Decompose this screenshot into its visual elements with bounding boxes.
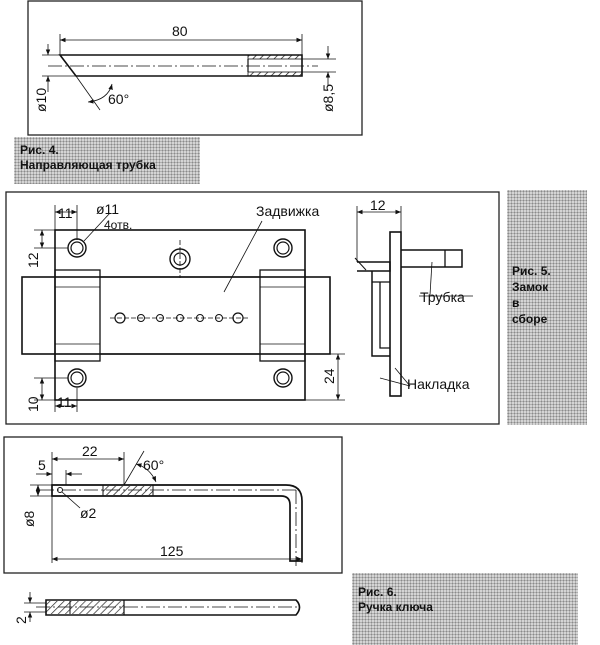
fig6-caption-box — [352, 573, 578, 645]
fig6-hatched-section — [103, 486, 153, 495]
fig4-hatch-bottom — [247, 71, 303, 77]
fig4-outer-diameter-label: ø10 — [33, 88, 49, 112]
fig6-frame — [3, 436, 343, 574]
fig4-frame — [27, 0, 363, 136]
fig4-length-label: 80 — [172, 23, 188, 39]
fig4-caption-title: Направляющая трубка — [20, 158, 156, 172]
fig6-dim-22: 22 — [82, 443, 98, 459]
fig4-inner-diameter-label: ø8,5 — [320, 84, 336, 112]
fig4-caption-number: Рис. 4. — [20, 143, 59, 157]
fig5-tube-label: Трубка — [420, 289, 465, 305]
fig5-bolt-bar — [21, 276, 331, 355]
fig5-drawing: 11 ø11 4отв. 12 10 11 24 Задвижка — [5, 191, 500, 425]
fig4-angle-label: 60° — [108, 91, 129, 107]
fig4-hatch-top — [247, 54, 303, 60]
fig6-drawing: 22 5 60° ø8 ø2 125 — [3, 436, 343, 624]
fig6-diameter-8: ø8 — [21, 510, 37, 527]
fig6-angle-label: 60° — [143, 457, 164, 473]
fig5-dim-11-bottom: 11 — [57, 394, 72, 410]
fig5-dim-11-top: 11 — [58, 205, 73, 221]
fig5-caption-title-1: Замок — [512, 280, 549, 294]
fig6-caption: Рис. 6. Ручка ключа — [358, 585, 433, 615]
fig4-caption-box — [14, 137, 200, 184]
fig6-diameter-2: ø2 — [80, 505, 97, 521]
fig5-caption-title-2: в — [512, 296, 520, 310]
fig5-dim-24: 24 — [321, 368, 337, 384]
fig5-hole-count-label: 4отв. — [104, 218, 132, 232]
fig6-caption-number: Рис. 6. — [358, 585, 397, 599]
fig5-hole-diameter-label: ø11 — [96, 201, 119, 217]
fig6-flat-view — [36, 599, 301, 616]
fig5-caption: Рис. 5. Замок в сборе — [512, 263, 551, 327]
fig5-dim-12-side: 12 — [370, 197, 386, 213]
fig4-drawing: 80 ø10 60° ø8,5 — [27, 0, 363, 136]
fig5-bolt-label: Задвижка — [256, 203, 319, 219]
fig5-caption-title-3: сборе — [512, 312, 548, 326]
fig4-angle-arc — [87, 83, 113, 104]
fig5-dim-10-bottom: 10 — [25, 396, 41, 412]
fig6-dim-125: 125 — [160, 543, 184, 559]
fig6-dim-5: 5 — [38, 457, 46, 473]
fig5-caption-number: Рис. 5. — [512, 264, 551, 278]
fig5-plate-label: Накладка — [407, 376, 470, 392]
fig5-frame — [5, 191, 500, 425]
fig4-caption: Рис. 4. Направляющая трубка — [20, 143, 156, 173]
fig5-caption-box — [507, 190, 587, 425]
fig6-caption-title: Ручка ключа — [358, 600, 433, 614]
fig5-hole-row — [110, 312, 250, 324]
fig6-dim-2: 2 — [13, 616, 29, 624]
fig5-dim-12-left: 12 — [25, 252, 41, 268]
fig5-side-view — [354, 231, 463, 397]
